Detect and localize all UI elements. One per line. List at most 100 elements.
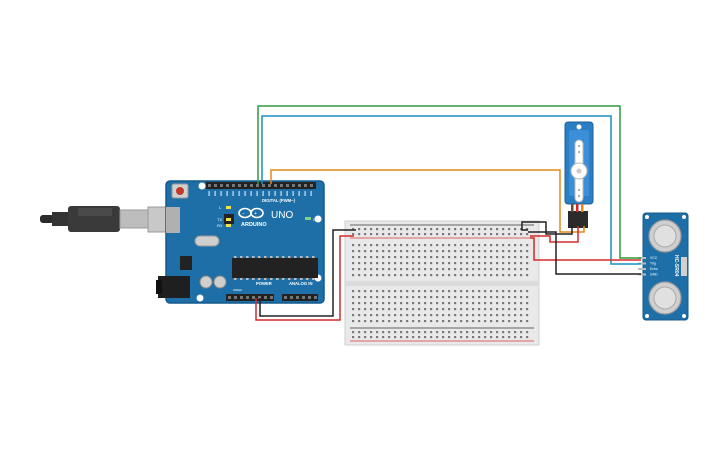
breadboard-hole[interactable] — [442, 331, 445, 334]
breadboard-hole[interactable] — [436, 296, 439, 299]
breadboard-hole[interactable] — [442, 233, 445, 236]
breadboard-hole[interactable] — [400, 314, 403, 317]
breadboard-hole[interactable] — [376, 296, 379, 299]
breadboard-hole[interactable] — [388, 331, 391, 334]
breadboard-hole[interactable] — [496, 331, 499, 334]
breadboard-hole[interactable] — [496, 290, 499, 293]
analog-pin[interactable] — [284, 296, 287, 299]
breadboard-hole[interactable] — [502, 308, 505, 311]
breadboard-hole[interactable] — [376, 336, 379, 339]
breadboard-hole[interactable] — [448, 233, 451, 236]
breadboard-hole[interactable] — [430, 296, 433, 299]
breadboard-hole[interactable] — [430, 290, 433, 293]
breadboard-hole[interactable] — [502, 274, 505, 277]
breadboard-hole[interactable] — [382, 233, 385, 236]
breadboard-hole[interactable] — [430, 250, 433, 253]
breadboard-hole[interactable] — [502, 244, 505, 247]
breadboard-hole[interactable] — [508, 268, 511, 271]
breadboard-hole[interactable] — [358, 302, 361, 305]
breadboard-hole[interactable] — [442, 262, 445, 265]
breadboard-hole[interactable] — [388, 262, 391, 265]
breadboard-hole[interactable] — [472, 244, 475, 247]
breadboard-hole[interactable] — [424, 256, 427, 259]
breadboard-hole[interactable] — [454, 250, 457, 253]
breadboard-hole[interactable] — [370, 308, 373, 311]
breadboard-hole[interactable] — [514, 256, 517, 259]
breadboard-hole[interactable] — [424, 244, 427, 247]
breadboard-hole[interactable] — [358, 256, 361, 259]
breadboard-hole[interactable] — [394, 308, 397, 311]
breadboard-hole[interactable] — [460, 320, 463, 323]
breadboard-hole[interactable] — [526, 268, 529, 271]
header-pin[interactable] — [214, 184, 217, 187]
breadboard-hole[interactable] — [382, 302, 385, 305]
breadboard-hole[interactable] — [412, 250, 415, 253]
breadboard-hole[interactable] — [484, 320, 487, 323]
breadboard-hole[interactable] — [418, 262, 421, 265]
breadboard-hole[interactable] — [460, 314, 463, 317]
breadboard-hole[interactable] — [514, 274, 517, 277]
breadboard-hole[interactable] — [526, 308, 529, 311]
breadboard-hole[interactable] — [370, 244, 373, 247]
breadboard-hole[interactable] — [412, 262, 415, 265]
breadboard-hole[interactable] — [478, 314, 481, 317]
breadboard-hole[interactable] — [442, 336, 445, 339]
breadboard-hole[interactable] — [490, 256, 493, 259]
breadboard-hole[interactable] — [352, 308, 355, 311]
breadboard-hole[interactable] — [448, 296, 451, 299]
breadboard-hole[interactable] — [484, 302, 487, 305]
breadboard-hole[interactable] — [352, 320, 355, 323]
breadboard-hole[interactable] — [442, 274, 445, 277]
breadboard-hole[interactable] — [442, 228, 445, 231]
breadboard-hole[interactable] — [412, 228, 415, 231]
breadboard-hole[interactable] — [454, 262, 457, 265]
breadboard-hole[interactable] — [460, 308, 463, 311]
breadboard-hole[interactable] — [400, 331, 403, 334]
breadboard-hole[interactable] — [454, 314, 457, 317]
breadboard-hole[interactable] — [400, 228, 403, 231]
breadboard-hole[interactable] — [502, 290, 505, 293]
breadboard-hole[interactable] — [466, 290, 469, 293]
breadboard-hole[interactable] — [466, 308, 469, 311]
breadboard-hole[interactable] — [352, 250, 355, 253]
breadboard-hole[interactable] — [526, 296, 529, 299]
breadboard-hole[interactable] — [478, 256, 481, 259]
breadboard-hole[interactable] — [442, 244, 445, 247]
breadboard-hole[interactable] — [490, 331, 493, 334]
breadboard-hole[interactable] — [364, 233, 367, 236]
breadboard-hole[interactable] — [436, 308, 439, 311]
breadboard-hole[interactable] — [448, 250, 451, 253]
breadboard-hole[interactable] — [490, 336, 493, 339]
breadboard-hole[interactable] — [472, 290, 475, 293]
breadboard-hole[interactable] — [454, 320, 457, 323]
breadboard-hole[interactable] — [430, 336, 433, 339]
breadboard-hole[interactable] — [424, 262, 427, 265]
breadboard-hole[interactable] — [436, 331, 439, 334]
breadboard-hole[interactable] — [364, 331, 367, 334]
breadboard-hole[interactable] — [484, 314, 487, 317]
breadboard-hole[interactable] — [496, 274, 499, 277]
breadboard-hole[interactable] — [466, 244, 469, 247]
breadboard-hole[interactable] — [520, 268, 523, 271]
breadboard-hole[interactable] — [484, 274, 487, 277]
breadboard-hole[interactable] — [526, 336, 529, 339]
breadboard-hole[interactable] — [490, 296, 493, 299]
breadboard-hole[interactable] — [376, 320, 379, 323]
breadboard-hole[interactable] — [424, 296, 427, 299]
breadboard-hole[interactable] — [394, 302, 397, 305]
power-pin[interactable] — [258, 296, 261, 299]
breadboard-hole[interactable] — [448, 290, 451, 293]
servo-motor[interactable] — [564, 121, 594, 228]
breadboard-hole[interactable] — [406, 290, 409, 293]
breadboard-hole[interactable] — [496, 296, 499, 299]
header-pin[interactable] — [286, 184, 289, 187]
breadboard-hole[interactable] — [466, 320, 469, 323]
breadboard-hole[interactable] — [460, 274, 463, 277]
sensor-pin[interactable] — [638, 268, 646, 270]
breadboard-hole[interactable] — [490, 290, 493, 293]
breadboard-hole[interactable] — [502, 233, 505, 236]
breadboard-hole[interactable] — [394, 274, 397, 277]
breadboard-hole[interactable] — [514, 308, 517, 311]
power-pin[interactable] — [264, 296, 267, 299]
breadboard-hole[interactable] — [418, 290, 421, 293]
